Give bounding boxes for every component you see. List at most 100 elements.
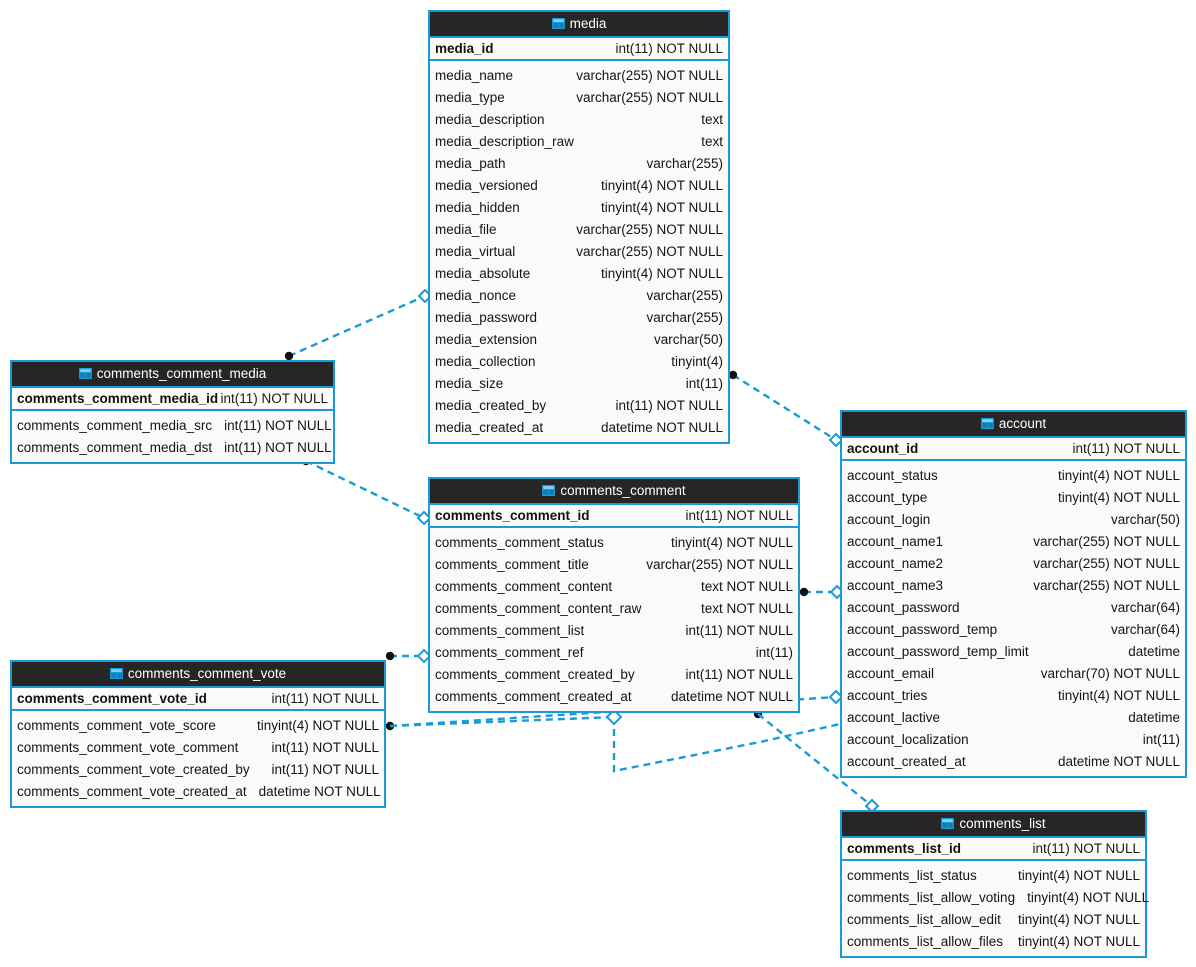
column-name: account_tries: [847, 687, 928, 703]
column-name: comments_list_status: [847, 867, 977, 883]
column-type: varchar(255) NOT NULL: [576, 221, 723, 237]
column-type: varchar(255): [646, 287, 723, 303]
column-name: account_name2: [847, 555, 944, 571]
column-name: comments_comment_created_by: [435, 666, 635, 682]
relationship-media-to-account[interactable]: [728, 370, 844, 448]
column-type: text: [701, 111, 723, 127]
entity-header-comments_comment_vote[interactable]: comments_comment_vote: [12, 662, 384, 686]
column-type: varchar(255) NOT NULL: [1033, 533, 1180, 549]
column-type: int(11) NOT NULL: [271, 739, 379, 755]
column-name: account_id: [847, 441, 919, 456]
column-name: comments_comment_vote_score: [17, 717, 216, 733]
relationship-vote-comment-elbow[interactable]: [389, 708, 877, 773]
column-type: varchar(64): [1110, 621, 1180, 637]
entity-header-comments_comment[interactable]: comments_comment: [430, 479, 798, 503]
column-type: tinyint(4) NOT NULL: [1017, 911, 1140, 927]
entity-header-comments_list[interactable]: comments_list: [842, 812, 1145, 836]
column-type: text NOT NULL: [700, 600, 793, 616]
column-name: comments_comment_list: [435, 622, 585, 638]
table-icon: [551, 13, 565, 29]
column-name: media_description_raw: [435, 133, 574, 149]
column-type: int(11) NOT NULL: [615, 41, 723, 56]
entity-header-comments_comment_media[interactable]: comments_comment_media: [12, 362, 333, 386]
relationship-comment-to-account[interactable]: [799, 584, 845, 600]
column-name: media_password: [435, 309, 538, 325]
column-name: comments_list_allow_files: [847, 933, 1004, 949]
column-name: account_created_at: [847, 753, 966, 769]
relationship-comments-comment-media-to-comment[interactable]: [301, 456, 432, 526]
relationship-comments-comment-media-to-media[interactable]: [284, 288, 433, 361]
column-name: account_status: [847, 467, 938, 483]
relationship-vote-to-comment[interactable]: [385, 648, 432, 664]
entity-header-media[interactable]: media: [430, 12, 728, 36]
column-name: account_lactive: [847, 709, 941, 725]
column-type: tinyint(4) NOT NULL: [600, 199, 723, 215]
column-type: int(11) NOT NULL: [615, 397, 723, 413]
entity-header-account[interactable]: account: [842, 412, 1185, 436]
column-name: comments_comment_status: [435, 534, 604, 550]
